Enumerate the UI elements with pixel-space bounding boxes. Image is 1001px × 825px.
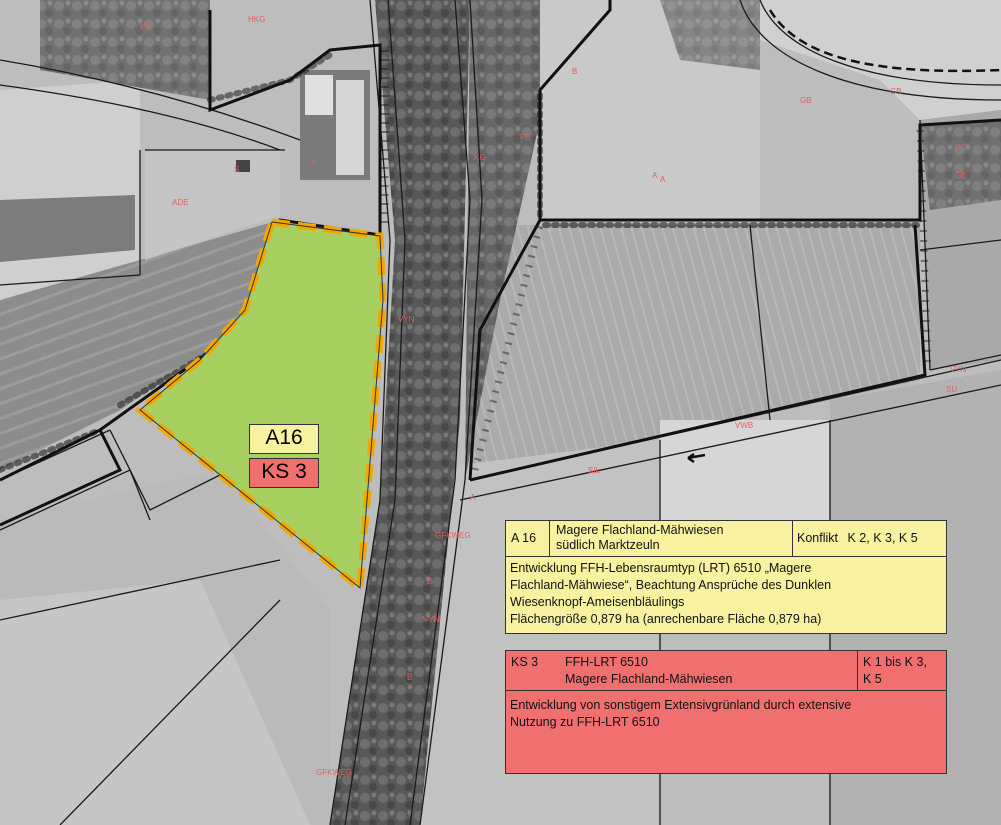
tree-belt (920, 120, 1001, 210)
legend-ks3-conflict: K 1 bis K 3, K 5 (858, 651, 946, 691)
zone-label: B (427, 577, 432, 586)
field-parcel (0, 195, 135, 262)
zone-label: VWB (735, 421, 753, 430)
zone-label: GB (890, 87, 902, 96)
zone-label: A (660, 175, 666, 184)
zone-label: GFKWEG (435, 531, 471, 540)
legend-ks3-conflict-line: K 1 bis K 3, (863, 655, 927, 669)
arrow-icon (687, 452, 706, 464)
legend-box-a16: A 16 Magere Flachland-Mähwiesen südlich … (505, 520, 947, 634)
protected-area-boundary-dashed (768, 9, 1001, 73)
zone-label: KG (140, 23, 152, 32)
legend-ks3-description: Entwicklung von sonstigem Extensivgrünla… (506, 691, 946, 773)
legend-a16-desc-line: Flächengröße 0,879 ha (anrechenbare Fläc… (510, 612, 822, 626)
legend-ks3-conflict-line: K 5 (863, 672, 882, 686)
legend-ks3-desc-line: Entwicklung von sonstigem Extensivgrünla… (510, 698, 852, 712)
zone-label: GB (800, 96, 812, 105)
zone-label: SIL (588, 466, 601, 475)
zone-label: GE (955, 171, 967, 180)
zone-label: A (652, 171, 658, 180)
zone-label: FE (520, 133, 530, 142)
zone-label: HKG (248, 15, 265, 24)
legend-a16-desc-line: Entwicklung FFH-Lebensraumtyp (LRT) 6510… (510, 561, 812, 575)
legend-a16-conflict: Konflikt K 2, K 3, K 5 (793, 521, 946, 557)
measure-area-outline (139, 221, 384, 589)
zone-label: GFKWEG (316, 768, 352, 777)
zone-label: VYN (950, 365, 967, 374)
field-parcel (470, 225, 920, 480)
field-parcel (0, 220, 280, 470)
legend-a16-title: Magere Flachland-Mähwiesen südlich Markt… (550, 521, 793, 557)
legend-a16-id: A 16 (506, 521, 550, 557)
zone-label: A (470, 493, 476, 502)
zone-label: VYN (423, 615, 440, 624)
legend-a16-title-line: Magere Flachland-Mähwiesen (556, 523, 724, 537)
zone-label: VYN (398, 315, 415, 324)
tree-belt (465, 0, 540, 480)
zone-label: S (234, 165, 239, 174)
tree-belt (660, 0, 760, 70)
legend-ks3-title-line: FFH-LRT 6510 (565, 655, 648, 669)
field-parcel (0, 580, 310, 825)
zone-label: B (407, 673, 412, 682)
zone-label: ADE (172, 198, 188, 207)
zone-labels: KG HKG A B KG GE S ADE VYN FE A GB KG VY… (140, 15, 967, 777)
field-parcel (145, 150, 280, 260)
conflict-values: K 2, K 3, K 5 (847, 531, 918, 545)
river-corridor (330, 0, 470, 825)
legend-a16-desc-line: Wiesenknopf-Ameisenbläulings (510, 595, 685, 609)
legend-ks3-title: KS 3 FFH-LRT 6510 Magere Flachland-Mähwie… (506, 651, 858, 691)
legend-ks3-id: KS 3 (511, 655, 539, 669)
zone-label: B (572, 67, 577, 76)
zone-label: KG (955, 143, 967, 152)
field-parcel (660, 420, 830, 520)
tree-belt (40, 0, 210, 100)
zone-label: KG (474, 153, 486, 162)
legend-a16-desc-line: Flachland-Mähwiese“, Beachtung Ansprüche… (510, 578, 832, 592)
label-ks3[interactable]: KS 3 (249, 458, 319, 488)
conflict-label: Konflikt (797, 531, 838, 545)
zone-label: SU (946, 385, 957, 394)
building (336, 80, 364, 175)
legend-a16-title-line: südlich Marktzeuln (556, 538, 660, 552)
legend-ks3-title-row: KS 3 FFH-LRT 6510 (511, 654, 857, 671)
zone-label: S (311, 158, 316, 167)
legend-box-ks3: KS 3 FFH-LRT 6510 Magere Flachland-Mähwie… (505, 650, 947, 774)
label-a16[interactable]: A16 (249, 424, 319, 454)
boundary-hatching (0, 50, 932, 473)
building (305, 75, 333, 115)
legend-a16-description: Entwicklung FFH-Lebensraumtyp (LRT) 6510… (506, 557, 946, 633)
legend-ks3-title-line: Magere Flachland-Mähwiesen (565, 672, 733, 686)
building (236, 160, 250, 172)
field-parcel (760, 0, 1001, 120)
legend-ks3-desc-line: Nutzung zu FFH-LRT 6510 (510, 715, 660, 729)
